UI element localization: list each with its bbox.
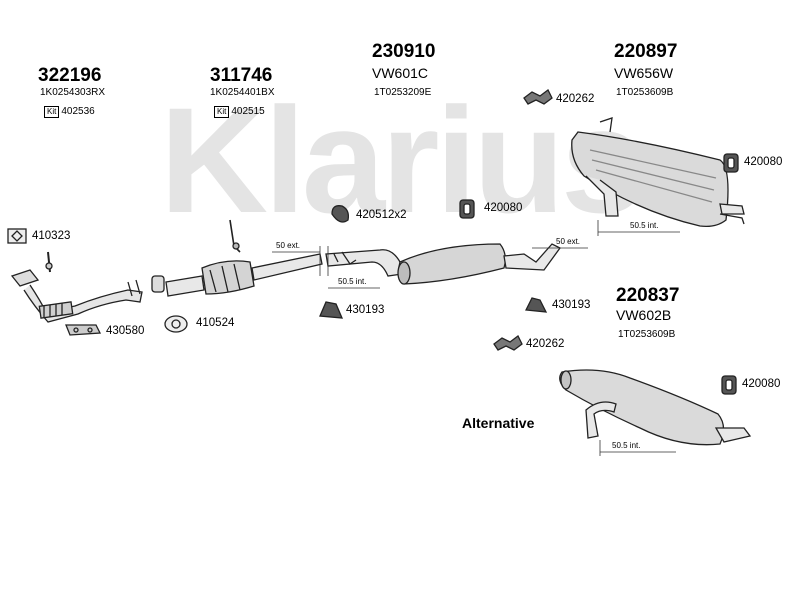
assembly-311746-code: 1K0254401BX: [210, 87, 275, 98]
kit-badge: Kit: [214, 106, 230, 118]
dimension-lines: [272, 220, 680, 456]
part-410524: 410524: [196, 317, 235, 329]
part-410323: 410323: [32, 230, 71, 242]
part-430193-left: 430193: [346, 304, 385, 316]
assembly-322196-kit: Kit 402536: [44, 106, 95, 118]
rear-silencer-alternative: [559, 369, 752, 446]
dim-ext-right: 50 ext.: [556, 237, 581, 246]
assembly-220837-variant: VW602B: [616, 307, 672, 323]
assembly-311746-number: 311746: [210, 65, 273, 86]
assembly-230910-variant: VW601C: [372, 65, 429, 81]
gasket-icon: [7, 228, 188, 336]
assembly-220897-variant: VW656W: [614, 65, 674, 81]
part-420080-bottom: 420080: [742, 378, 781, 390]
alternative-label: Alternative: [462, 415, 535, 431]
catalytic-converter: [165, 219, 323, 297]
part-420262-mid: 420262: [526, 338, 565, 350]
assembly-220837-code: 1T0253609B: [618, 329, 676, 340]
assembly-311746-kit: Kit 402515: [214, 106, 265, 118]
assembly-220837-number: 220837: [616, 285, 680, 306]
hanger-icons: [319, 89, 739, 395]
part-420262-top: 420262: [556, 93, 595, 105]
rear-silencer-upper: [571, 117, 745, 228]
part-420080-mid: 420080: [484, 202, 523, 214]
kit-number: 402536: [61, 106, 95, 117]
front-downpipe: [10, 251, 143, 323]
watermark-text: Klarius: [160, 76, 641, 244]
kit-number: 402515: [231, 106, 265, 117]
centre-silencer: [325, 243, 561, 285]
part-420512: 420512x2: [356, 209, 407, 221]
dim-int-center: 50.5 int.: [338, 277, 367, 286]
assembly-230910-code: 1T0253209E: [374, 87, 432, 98]
dim-ext-left: 50 ext.: [276, 241, 301, 250]
assembly-230910-number: 230910: [372, 41, 436, 62]
dim-int-bottom: 50.5 int.: [612, 441, 641, 450]
assembly-322196-code: 1K0254303RX: [40, 87, 106, 98]
kit-badge: Kit: [44, 106, 60, 118]
ring-clamp-icon: [151, 275, 165, 293]
part-420080-top: 420080: [744, 156, 783, 168]
assembly-322196-number: 322196: [38, 65, 102, 86]
assembly-220897-code: 1T0253609B: [616, 87, 674, 98]
part-430193-right: 430193: [552, 299, 591, 311]
assembly-220897-number: 220897: [614, 41, 678, 62]
part-430580: 430580: [106, 325, 145, 337]
dim-int-top: 50.5 int.: [630, 221, 659, 230]
